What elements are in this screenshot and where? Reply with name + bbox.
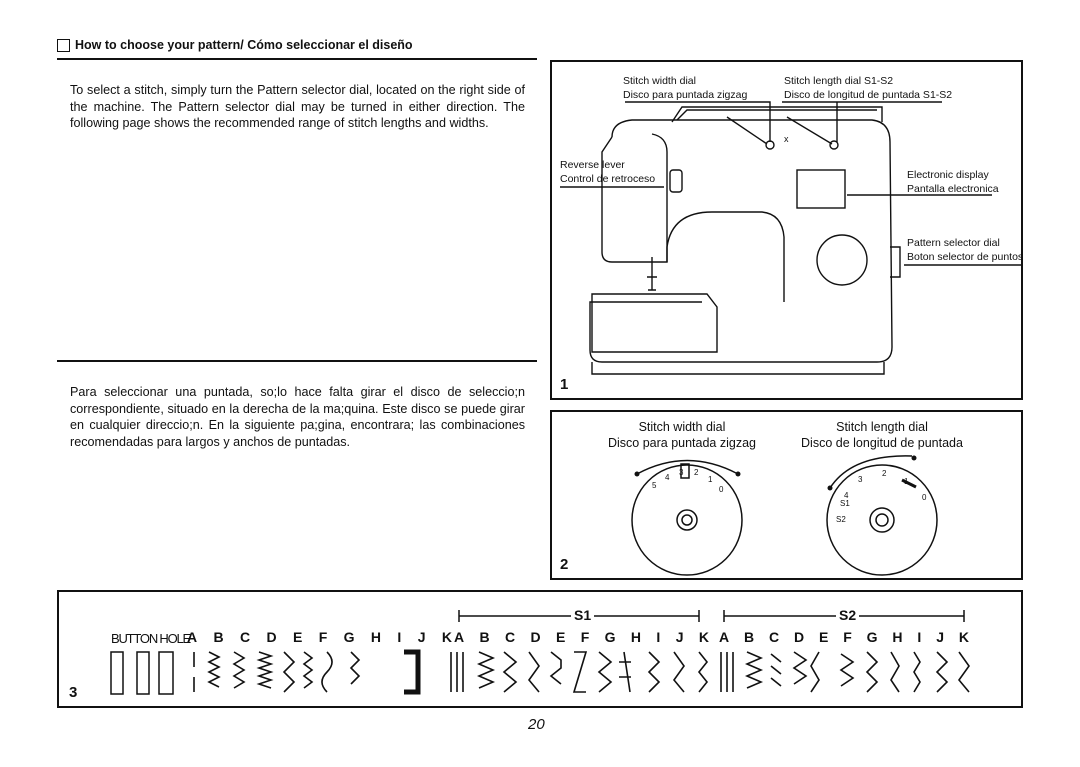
- letter: E: [293, 629, 303, 645]
- letter: G: [604, 629, 616, 645]
- letter: F: [843, 629, 852, 645]
- letter: J: [417, 629, 426, 645]
- letter: J: [936, 629, 944, 645]
- figure-3-number: 3: [69, 684, 78, 701]
- dials-illustration: 5 4 3 2 1 0 S2 S1 4 3 2 1 0: [631, 455, 938, 576]
- letter: K: [698, 629, 709, 645]
- label-reverse-es: Control de retroceso: [560, 173, 656, 185]
- label-display-es: Pantalla electronica: [907, 183, 999, 195]
- stitch-width-dial: [631, 464, 743, 576]
- stitch-patterns-illustration: [110, 610, 970, 695]
- s1-label: S1: [571, 607, 595, 623]
- letter: A: [454, 629, 465, 645]
- label-width-en: Stitch width dial: [623, 75, 696, 87]
- stitch-length-dial: [826, 464, 938, 576]
- label-reverse-en: Reverse lever: [560, 159, 625, 171]
- width-dial-label-es: Disco para puntada zigzag: [607, 436, 756, 450]
- letter: D: [530, 629, 541, 645]
- s2-letters: A B C D E F G H I J K: [719, 629, 969, 645]
- letter: I: [917, 629, 922, 645]
- label-width-es: Disco para puntada zigzag: [623, 89, 748, 101]
- figure-2-panel: Stitch width dial Disco para puntada zig…: [550, 410, 1023, 580]
- sewing-machine-illustration: x: [560, 101, 1021, 375]
- length-dial-label-en: Stitch length dial: [836, 420, 928, 434]
- heading-text: How to choose your pattern/ Cómo selecci…: [75, 38, 413, 52]
- s2-label: S2: [836, 607, 860, 623]
- section-heading: How to choose your pattern/ Cómo selecci…: [57, 38, 413, 52]
- letter: B: [744, 629, 755, 645]
- length-mark-s2: S2: [836, 515, 846, 524]
- width-mark-4: 4: [665, 473, 670, 482]
- width-dial-label-en: Stitch width dial: [638, 420, 726, 434]
- label-pattern-en: Pattern selector dial: [907, 237, 1000, 249]
- figure-1-number: 1: [560, 376, 569, 393]
- letter: K: [441, 629, 452, 645]
- figure-2-number: 2: [560, 556, 569, 573]
- letter: C: [240, 629, 251, 645]
- heading-rule: [57, 58, 537, 60]
- width-mark-3: 3: [679, 468, 684, 477]
- width-mark-0: 0: [719, 485, 724, 494]
- letter: E: [819, 629, 829, 645]
- letter: B: [213, 629, 224, 645]
- english-paragraph: To select a stitch, simply turn the Patt…: [70, 83, 525, 130]
- language-divider: [57, 360, 537, 362]
- letter: G: [343, 629, 355, 645]
- letter: E: [556, 629, 566, 645]
- letter: J: [675, 629, 684, 645]
- letter: I: [656, 629, 661, 645]
- label-pattern-es: Boton selector de puntos: [907, 251, 1024, 263]
- letter: D: [794, 629, 805, 645]
- letter: K: [958, 629, 969, 645]
- s1-letters: A B C D E F G H I J K: [454, 629, 709, 645]
- length-mark-0: 0: [922, 493, 927, 502]
- letter: C: [769, 629, 780, 645]
- length-mark-3: 3: [858, 475, 863, 484]
- checkbox-icon: [57, 38, 70, 52]
- spanish-paragraph: Para seleccionar una puntada, so;lo hace…: [70, 385, 525, 449]
- svg-text:x: x: [784, 134, 789, 144]
- length-mark-4: 4: [844, 491, 849, 500]
- letter: F: [580, 629, 590, 645]
- length-mark-1: 1: [904, 477, 909, 486]
- group1-letters: A B C D E F G H I J K: [187, 629, 452, 645]
- width-mark-1: 1: [708, 475, 713, 484]
- figure-1-panel: x Stitch width dial Disco para puntada z…: [550, 60, 1023, 400]
- label-length-en: Stitch length dial S1-S2: [784, 75, 894, 87]
- letter: F: [318, 629, 328, 645]
- letter: H: [370, 629, 382, 645]
- letter: A: [187, 629, 198, 645]
- label-length-es: Disco de longitud de puntada S1-S2: [784, 89, 953, 101]
- buttonhole-label: BUTTON HOLE: [111, 631, 191, 646]
- length-dial-label-es: Disco de longitud de puntada: [801, 436, 963, 450]
- letter: B: [479, 629, 490, 645]
- letter: H: [892, 629, 903, 645]
- letter: D: [266, 629, 277, 645]
- letter: G: [866, 629, 878, 645]
- length-mark-2: 2: [882, 469, 887, 478]
- width-mark-5: 5: [652, 481, 657, 490]
- label-display-en: Electronic display: [907, 169, 989, 181]
- letter: A: [719, 629, 730, 645]
- letter: I: [397, 629, 402, 645]
- figure-3-panel: S1 S2 BUTTON HOLE A B C D E F G H I J K …: [57, 590, 1023, 708]
- width-mark-2: 2: [694, 468, 699, 477]
- letter: H: [630, 629, 642, 645]
- letter: C: [505, 629, 516, 645]
- page-number: 20: [528, 716, 545, 733]
- length-mark-s1: S1: [840, 499, 850, 508]
